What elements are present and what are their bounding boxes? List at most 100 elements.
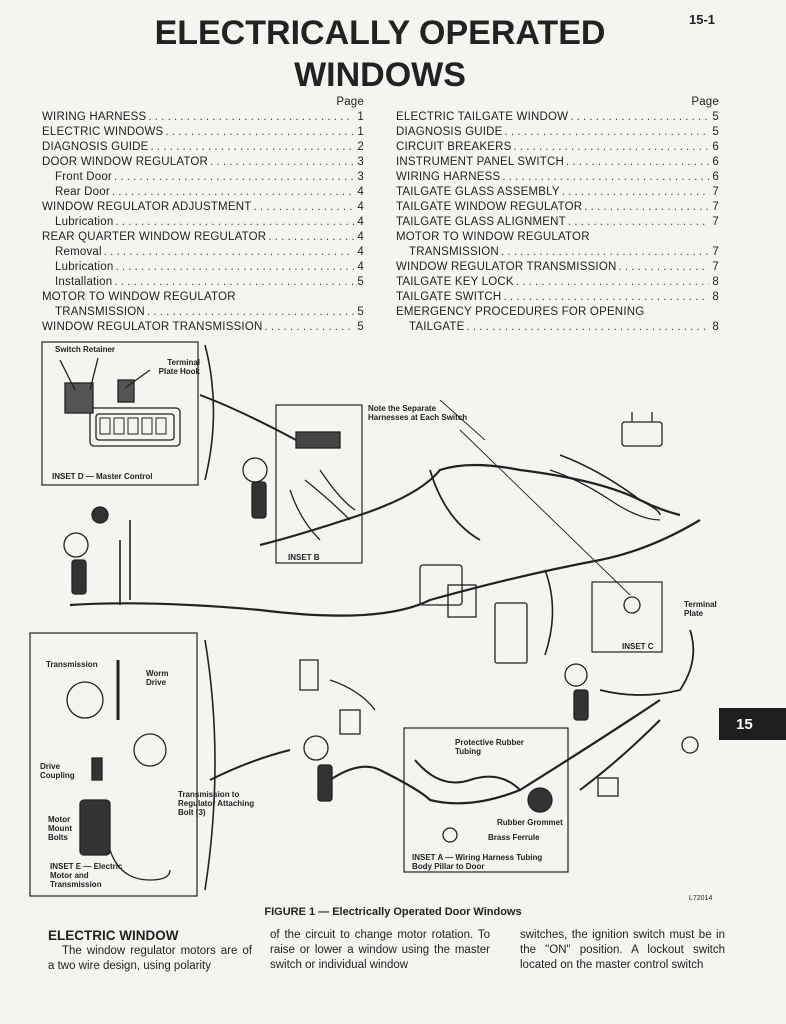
toc-entry-page: 7 [712, 216, 719, 228]
toc-entry: DIAGNOSIS GUIDE 5 [396, 125, 719, 140]
label-terminal-plate-hook: Terminal Plate Hook [158, 358, 200, 376]
toc-entry-page: 8 [712, 276, 719, 288]
toc-entry-label: ELECTRIC TAILGATE WINDOW [396, 111, 569, 123]
label-note-separate-harnesses: Note the Separate Harnesses at Each Swit… [368, 404, 468, 422]
toc-entry-page: 7 [712, 201, 719, 213]
toc-entry: WIRING HARNESS 1 [42, 110, 364, 125]
toc-entry: Rear Door4 [42, 185, 364, 200]
toc-entry-page: 6 [712, 171, 719, 183]
page-number: 15-1 [689, 12, 716, 27]
toc-entry-page: 5 [357, 306, 364, 318]
toc-entry: Removal 4 [42, 245, 364, 260]
toc-entry-label: WINDOW REGULATOR ADJUSTMENT [42, 201, 252, 213]
toc-entry: TAILGATE KEY LOCK 8 [396, 275, 719, 290]
toc-entry: WINDOW REGULATOR TRANSMISSION 7 [396, 260, 719, 275]
toc-leader-dots [148, 110, 354, 125]
toc-entry-page: 1 [357, 111, 364, 123]
toc-entry-label: INSTRUMENT PANEL SWITCH [396, 156, 564, 168]
toc-entry-label: DIAGNOSIS GUIDE [396, 126, 503, 138]
toc-entry-label: WINDOW REGULATOR TRANSMISSION [42, 321, 263, 333]
body-text-col3: switches, the ignition switch must be in… [520, 929, 725, 971]
toc-leader-dots [584, 200, 709, 215]
section-tab: 15 [719, 708, 786, 740]
page-title-line1: ELECTRICALLY OPERATED [154, 14, 606, 52]
body-text-col1: The window regulator motors are of a two… [48, 945, 252, 972]
page-title-line2: WINDOWS [294, 56, 466, 94]
label-rubber-grommet: Rubber Grommet [497, 818, 563, 827]
toc-leader-dots [502, 170, 709, 185]
toc-entry-page: 4 [357, 261, 364, 273]
label-worm-drive: Worm Drive [146, 669, 169, 687]
label-transmission-attaching-bolt: Transmission to Regulator Attaching Bolt… [178, 790, 255, 817]
toc-leader-dots [516, 275, 709, 290]
toc-leader-dots [268, 230, 354, 245]
toc-entry-page: 4 [357, 246, 364, 258]
label-terminal-plate: Terminal Plate [684, 600, 717, 618]
label-brass-ferrule: Brass Ferrule [488, 833, 540, 842]
label-inset-b: INSET B [288, 553, 320, 562]
toc-entry: WINDOW REGULATOR TRANSMISSION 5 [42, 320, 364, 335]
toc-entry-label: TAILGATE WINDOW REGULATOR [396, 201, 583, 213]
toc-entry: Front Door3 [42, 170, 364, 185]
toc-leader-dots [568, 215, 709, 230]
toc-leader-dots [467, 320, 710, 335]
toc-entry-page: 8 [712, 291, 719, 303]
toc-entry-label: TRANSMISSION [409, 246, 499, 258]
section-heading: ELECTRIC WINDOW [48, 928, 179, 943]
toc-entry-label: WINDOW REGULATOR TRANSMISSION [396, 261, 617, 273]
label-drive-coupling: Drive Coupling [40, 762, 75, 780]
toc-entry: REAR QUARTER WINDOW REGULATOR4 [42, 230, 364, 245]
toc-leader-dots [114, 170, 354, 185]
toc-page-header: Page [336, 96, 364, 108]
label-inset-e: INSET E — Electric Motor and Transmissio… [50, 862, 123, 889]
toc-entry: Lubrication 4 [42, 215, 364, 230]
toc-entry: TAILGATE 8 [396, 320, 719, 335]
toc-entry-page: 4 [357, 216, 364, 228]
toc-leader-dots [505, 125, 709, 140]
toc-entry-page: 5 [357, 276, 364, 288]
toc-entry-page: 6 [712, 156, 719, 168]
toc-entry-page: 8 [712, 321, 719, 333]
toc-entry-label: EMERGENCY PROCEDURES FOR OPENING [396, 306, 645, 318]
toc-leader-dots [114, 275, 354, 290]
toc-entry-label: WIRING HARNESS [42, 111, 147, 123]
toc-leader-dots [513, 140, 709, 155]
toc-entry-label: TAILGATE [409, 321, 465, 333]
toc-entry: MOTOR TO WINDOW REGULATOR [42, 290, 364, 305]
toc-entry-label: TAILGATE KEY LOCK [396, 276, 514, 288]
toc-entry-page: 7 [712, 186, 719, 198]
toc-right-column: Page ELECTRIC TAILGATE WINDOW5DIAGNOSIS … [396, 95, 719, 335]
toc-entry: TAILGATE WINDOW REGULATOR 7 [396, 200, 719, 215]
toc-leader-dots [112, 185, 354, 200]
toc-entry-page: 4 [357, 186, 364, 198]
body-column-1: ELECTRIC WINDOW The window regulator mot… [48, 928, 252, 974]
toc-left-column: Page WIRING HARNESS1ELECTRIC WINDOWS1DIA… [42, 95, 364, 335]
toc-entry: MOTOR TO WINDOW REGULATOR [396, 230, 719, 245]
body-text-col2: of the circuit to change motor rotation.… [270, 929, 490, 971]
toc-entry: CIRCUIT BREAKERS6 [396, 140, 719, 155]
toc-entry-label: MOTOR TO WINDOW REGULATOR [42, 291, 236, 303]
toc-entry: WINDOW REGULATOR ADJUSTMENT 4 [42, 200, 364, 215]
label-inset-d: INSET D — Master Control [52, 472, 153, 481]
toc-entry: INSTRUMENT PANEL SWITCH 6 [396, 155, 719, 170]
toc-leader-dots [253, 200, 354, 215]
toc-entry-label: Lubrication [55, 216, 114, 228]
toc-entry: DOOR WINDOW REGULATOR3 [42, 155, 364, 170]
toc-leader-dots [165, 125, 354, 140]
label-switch-retainer: Switch Retainer [55, 345, 116, 354]
toc-leader-dots [566, 155, 709, 170]
toc-entry-page: 4 [357, 201, 364, 213]
toc-entry-page: 7 [712, 261, 719, 273]
toc-entry: DIAGNOSIS GUIDE2 [42, 140, 364, 155]
toc-entry-label: Removal [55, 246, 102, 258]
toc-entry-page: 5 [712, 111, 719, 123]
toc-entry-page: 7 [712, 246, 719, 258]
label-transmission: Transmission [46, 660, 98, 669]
toc-entry-label: TAILGATE SWITCH [396, 291, 502, 303]
toc-leader-dots [104, 245, 354, 260]
toc-entry-page: 5 [712, 126, 719, 138]
toc-entry: TAILGATE SWITCH 8 [396, 290, 719, 305]
toc-entry-label: REAR QUARTER WINDOW REGULATOR [42, 231, 267, 243]
toc-leader-dots [618, 260, 709, 275]
toc-entry-page: 5 [357, 321, 364, 333]
